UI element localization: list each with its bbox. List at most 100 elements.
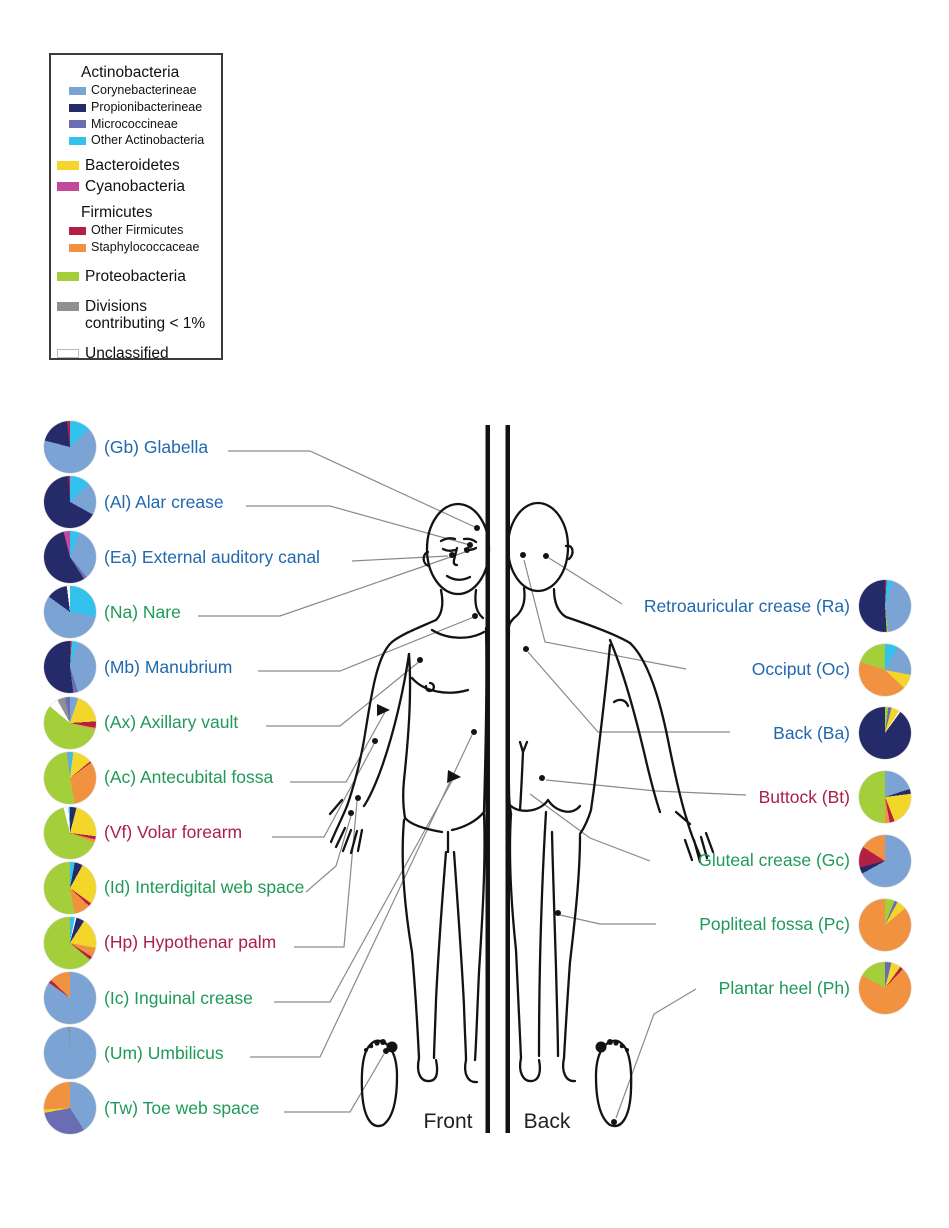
legend-label: Bacteroidetes bbox=[85, 157, 180, 175]
site-label-ic: (Ic) Inguinal crease bbox=[104, 987, 253, 1008]
color-swatch bbox=[57, 271, 79, 281]
legend-item-other-firmicutes: Other Firmicutes bbox=[69, 223, 217, 238]
color-swatch bbox=[69, 86, 86, 95]
color-swatch bbox=[57, 348, 79, 358]
pie-chart-oc bbox=[859, 643, 911, 696]
color-swatch bbox=[69, 120, 86, 129]
foot-sole-right bbox=[594, 1039, 633, 1128]
site-label-na: (Na) Nare bbox=[104, 601, 181, 622]
site-row-ax: (Ax) Axillary vault bbox=[44, 696, 239, 749]
site-label-ac: (Ac) Antecubital fossa bbox=[104, 767, 274, 788]
pie-chart-um bbox=[44, 1027, 96, 1080]
site-row-tw: (Tw) Toe web space bbox=[44, 1082, 259, 1135]
legend-label: Staphylococcaceae bbox=[91, 239, 200, 254]
legend-label: Cyanobacteria bbox=[85, 178, 185, 196]
pie-chart-mb bbox=[44, 641, 96, 694]
pie-chart-tw bbox=[44, 1082, 96, 1135]
color-swatch bbox=[57, 182, 79, 192]
color-swatch bbox=[57, 161, 79, 171]
taxa-legend: Actinobacteria Corynebacterineae Propion… bbox=[49, 53, 223, 362]
legend-label: Unclassified bbox=[85, 344, 169, 362]
site-row-um: (Um) Umbilicus bbox=[44, 1027, 224, 1080]
site-row-ph: Plantar heel (Ph) bbox=[718, 962, 911, 1015]
legend-item-propionibacterineae: Propionibacterineae bbox=[69, 99, 217, 115]
pie-chart-gc bbox=[859, 834, 911, 887]
front-view-caption: Front bbox=[423, 1110, 473, 1133]
legend-item-divisions-lt1pct: Divisions contributing < 1% bbox=[57, 298, 217, 332]
pie-chart-gb bbox=[44, 421, 96, 473]
color-swatch bbox=[69, 137, 86, 146]
site-label-vf: (Vf) Volar forearm bbox=[104, 822, 243, 843]
site-row-gc: Gluteal crease (Gc) bbox=[698, 834, 911, 887]
site-label-hp: (Hp) Hypothenar palm bbox=[104, 932, 277, 953]
site-row-vf: (Vf) Volar forearm bbox=[44, 806, 243, 859]
legend-item-corynebacterineae: Corynebacterineae bbox=[69, 83, 217, 98]
site-label-al: (Al) Alar crease bbox=[104, 491, 224, 512]
front-body-outline bbox=[328, 502, 491, 1084]
foot-sole-left bbox=[360, 1039, 399, 1128]
color-swatch bbox=[57, 301, 79, 311]
site-row-na: (Na) Nare bbox=[44, 586, 181, 639]
legend-item-proteobacteria: Proteobacteria bbox=[57, 268, 217, 285]
site-row-id: (Id) Interdigital web space bbox=[44, 861, 305, 914]
legend-label: Corynebacterineae bbox=[91, 83, 197, 98]
site-row-al: (Al) Alar crease bbox=[44, 476, 224, 529]
legend-label: Actinobacteria bbox=[81, 64, 180, 81]
pie-chart-ea bbox=[44, 531, 96, 584]
pie-chart-pc bbox=[859, 898, 911, 951]
site-row-ac: (Ac) Antecubital fossa bbox=[44, 751, 274, 804]
center-divider bbox=[485, 425, 510, 1133]
legend-label: Proteobacteria bbox=[85, 267, 186, 285]
legend-label: contributing < 1% bbox=[85, 314, 206, 332]
site-row-ic: (Ic) Inguinal crease bbox=[44, 972, 253, 1024]
pie-chart-hp bbox=[44, 916, 96, 969]
pie-chart-ba bbox=[859, 707, 911, 760]
pie-chart-ph bbox=[859, 962, 911, 1015]
site-row-bt: Buttock (Bt) bbox=[758, 771, 911, 824]
legend-item-cyanobacteria: Cyanobacteria bbox=[57, 178, 217, 195]
legend-item-bacteroidetes: Bacteroidetes bbox=[57, 157, 217, 174]
pie-chart-ra bbox=[859, 580, 911, 632]
site-row-pc: Popliteal fossa (Pc) bbox=[699, 898, 911, 951]
site-label-bt: Buttock (Bt) bbox=[758, 786, 850, 807]
pie-chart-vf bbox=[44, 806, 96, 859]
legend-item-other-actinobacteria: Other Actinobacteria bbox=[69, 134, 217, 148]
color-swatch bbox=[69, 103, 86, 112]
site-label-id: (Id) Interdigital web space bbox=[104, 877, 305, 898]
site-label-ax: (Ax) Axillary vault bbox=[104, 712, 239, 732]
site-row-mb: (Mb) Manubrium bbox=[44, 641, 233, 694]
color-swatch bbox=[69, 227, 86, 236]
site-label-gb: (Gb) Glabella bbox=[104, 436, 209, 457]
site-label-pc: Popliteal fossa (Pc) bbox=[699, 914, 850, 934]
legend-item-unclassified: Unclassified bbox=[57, 345, 217, 362]
site-row-gb: (Gb) Glabella bbox=[44, 421, 208, 473]
legend-label: Other Actinobacteria bbox=[91, 133, 205, 148]
site-row-hp: (Hp) Hypothenar palm bbox=[44, 916, 277, 969]
site-label-ba: Back (Ba) bbox=[773, 722, 850, 743]
pie-chart-na bbox=[44, 586, 96, 639]
legend-label: Propionibacterineae bbox=[91, 99, 203, 114]
pie-chart-al bbox=[44, 476, 96, 529]
site-marker-dots bbox=[348, 525, 617, 1125]
back-view-caption: Back bbox=[523, 1110, 571, 1133]
site-label-ph: Plantar heel (Ph) bbox=[718, 977, 850, 998]
site-label-ra: Retroauricular crease (Ra) bbox=[643, 595, 850, 616]
pie-chart-ic bbox=[44, 972, 96, 1024]
pie-chart-ac bbox=[44, 751, 96, 804]
site-row-ea: (Ea) External auditory canal bbox=[44, 531, 320, 584]
site-row-oc: Occiput (Oc) bbox=[752, 643, 911, 696]
site-label-mb: (Mb) Manubrium bbox=[104, 656, 233, 677]
site-label-gc: Gluteal crease (Gc) bbox=[698, 850, 850, 871]
legend-item-staphylococcaceae: Staphylococcaceae bbox=[69, 239, 217, 255]
site-row-ba: Back (Ba) bbox=[773, 707, 911, 760]
legend-label: Divisions bbox=[85, 297, 148, 315]
legend-header-firmicutes: Firmicutes bbox=[81, 204, 217, 221]
legend-header-actinobacteria: Actinobacteria bbox=[81, 64, 217, 81]
legend-label: Micrococcineae bbox=[91, 116, 178, 131]
site-label-um: (Um) Umbilicus bbox=[104, 1042, 224, 1063]
legend-item-micrococcineae: Micrococcineae bbox=[69, 116, 217, 132]
legend-label: Other Firmicutes bbox=[91, 223, 184, 238]
legend-label: Firmicutes bbox=[81, 204, 153, 222]
site-label-ea: (Ea) External auditory canal bbox=[104, 546, 320, 567]
